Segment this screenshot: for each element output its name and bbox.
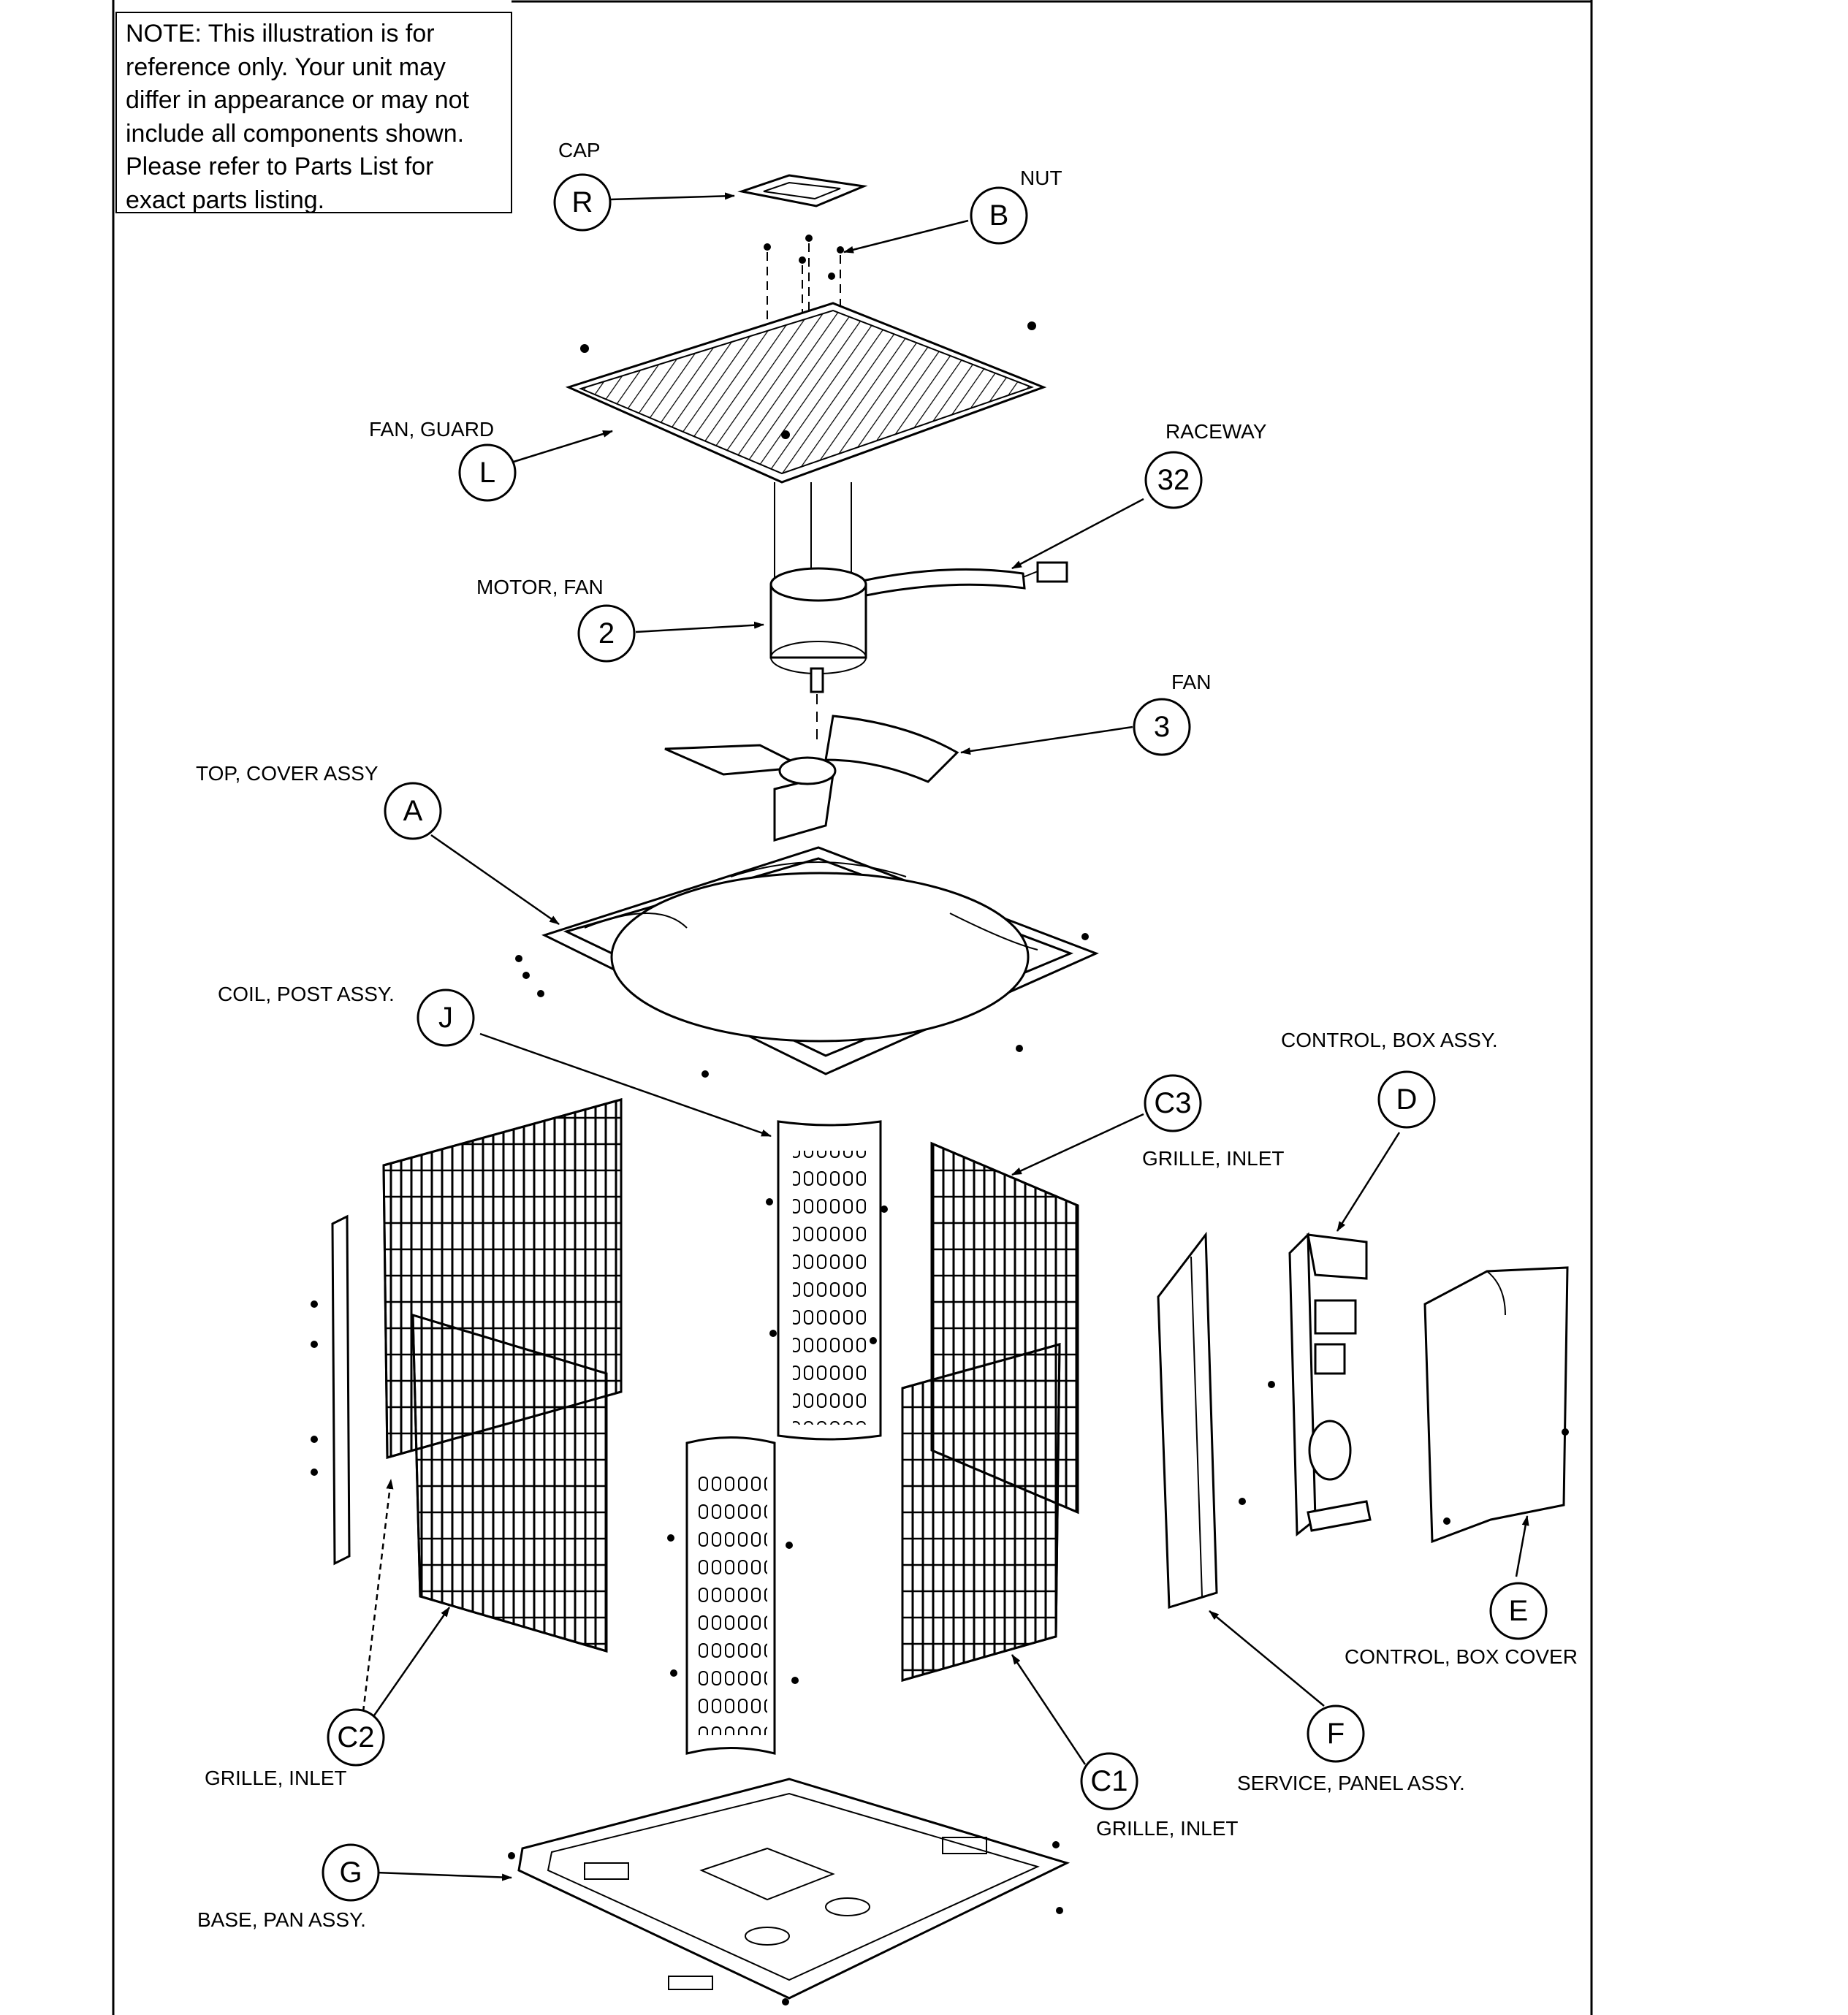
- note-line: include all components shown.: [126, 119, 465, 148]
- leader-lines: [362, 192, 1529, 1881]
- reference-note: NOTE: This illustration is for reference…: [115, 12, 512, 214]
- callout-c3: C3: [1144, 1074, 1202, 1132]
- callout-id: C1: [1090, 1765, 1128, 1797]
- control-box-cover-part: [1423, 1266, 1569, 1544]
- callout-f: F: [1307, 1704, 1365, 1763]
- label-service-panel: SERVICE, PANEL ASSY.: [1237, 1772, 1465, 1794]
- fan-guard-part: [565, 302, 1047, 484]
- callout-id: E: [1509, 1595, 1529, 1627]
- callout-id: F: [1327, 1718, 1345, 1750]
- callout-c2: C2: [327, 1708, 385, 1767]
- base-pan-part: [508, 1778, 1071, 2006]
- label-cap: CAP: [558, 139, 601, 161]
- callout-id: 32: [1157, 464, 1190, 496]
- callout-b: B: [970, 186, 1028, 245]
- grille-c2-part: [382, 1098, 623, 1653]
- callout-3: 3: [1133, 698, 1191, 756]
- cap-part: [737, 174, 868, 207]
- fan-blade-part: [664, 715, 959, 842]
- callout-c1: C1: [1080, 1752, 1138, 1810]
- callout-id: C3: [1154, 1087, 1191, 1119]
- callout-id: C2: [337, 1721, 374, 1753]
- label-nut: NUT: [1020, 167, 1062, 189]
- callout-id: J: [438, 1002, 453, 1034]
- coil-post-part: [766, 1120, 888, 1441]
- coil-post-lower-part: [667, 1436, 799, 1755]
- callout-id: R: [572, 186, 593, 218]
- callout-id: D: [1396, 1083, 1418, 1116]
- label-motor-fan: MOTOR, FAN: [476, 576, 604, 598]
- callout-r: R: [553, 173, 612, 232]
- grille-c1-part: [901, 1343, 1061, 1682]
- motor-mount-rods: [774, 482, 852, 584]
- label-grille-c1: GRILLE, INLET: [1096, 1817, 1239, 1840]
- raceway-part: [861, 561, 1068, 597]
- note-line: differ in appearance or may not: [126, 86, 469, 114]
- note-line: NOTE: This illustration is for: [126, 20, 435, 47]
- callout-id: 3: [1154, 711, 1170, 743]
- callout-e: E: [1489, 1582, 1548, 1640]
- label-base-pan: BASE, PAN ASSY.: [197, 1908, 366, 1931]
- label-raceway: RACEWAY: [1166, 420, 1267, 443]
- callout-id: G: [339, 1856, 362, 1889]
- note-line: Please refer to Parts List for: [126, 153, 434, 180]
- callout-32: 32: [1144, 451, 1203, 509]
- label-top-cover: TOP, COVER ASSY: [196, 762, 379, 785]
- callout-id: L: [479, 457, 495, 489]
- note-line: reference only. Your unit may: [126, 53, 446, 81]
- callout-j: J: [417, 989, 475, 1047]
- corner-post-left: [311, 1214, 351, 1566]
- callout-id: A: [403, 795, 423, 827]
- callout-d: D: [1377, 1070, 1436, 1129]
- label-grille-c3: GRILLE, INLET: [1142, 1147, 1285, 1170]
- callout-l: L: [458, 443, 517, 502]
- control-box-part: [1288, 1232, 1372, 1537]
- callout-g: G: [322, 1843, 380, 1902]
- label-grille-c2: GRILLE, INLET: [205, 1767, 347, 1789]
- top-cover-part: [515, 846, 1099, 1078]
- label-control-box-cover: CONTROL, BOX COVER: [1345, 1645, 1578, 1668]
- service-panel-part: [1157, 1231, 1275, 1610]
- callout-id: 2: [598, 617, 615, 650]
- label-fan-guard: FAN, GUARD: [369, 418, 494, 441]
- label-control-box: CONTROL, BOX ASSY.: [1281, 1029, 1498, 1051]
- fan-motor-part: [769, 567, 867, 745]
- callout-id: B: [989, 199, 1009, 232]
- note-line: exact parts listing.: [126, 186, 325, 214]
- callout-2: 2: [577, 604, 636, 663]
- label-fan: FAN: [1171, 671, 1211, 693]
- callout-a: A: [384, 782, 442, 840]
- label-coil-post: COIL, POST ASSY.: [218, 983, 395, 1005]
